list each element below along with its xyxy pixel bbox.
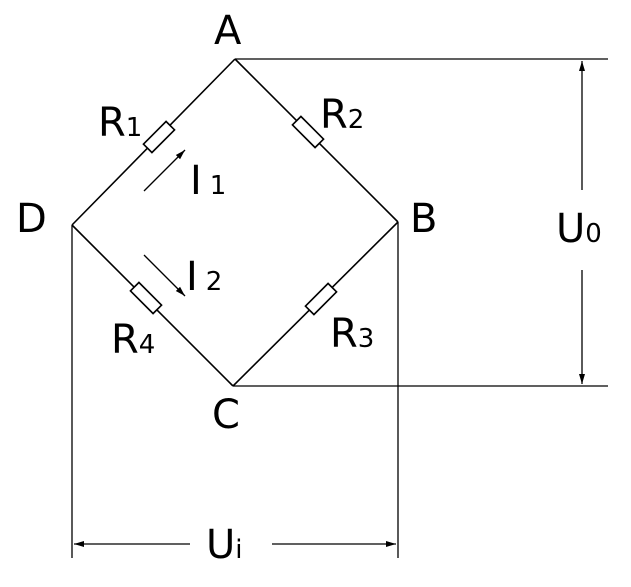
label-u0: U0 (556, 206, 602, 252)
label-r3: R3 (330, 311, 374, 357)
resistor-r4 (129, 281, 163, 315)
current-arrow-i1 (143, 149, 186, 192)
label-r1: R1 (98, 100, 142, 146)
resistor-r2 (291, 115, 325, 149)
label-r4: R4 (111, 317, 155, 363)
resistor-r3 (304, 282, 338, 316)
resistor-r1 (142, 120, 176, 154)
current-arrow-i2 (143, 254, 186, 297)
node-label-d: D (16, 196, 47, 242)
node-label-b: B (410, 196, 437, 242)
label-ui: Ui (206, 522, 243, 568)
node-label-c: C (212, 392, 240, 438)
label-r2: R2 (320, 92, 364, 138)
node-label-a: A (214, 8, 242, 54)
